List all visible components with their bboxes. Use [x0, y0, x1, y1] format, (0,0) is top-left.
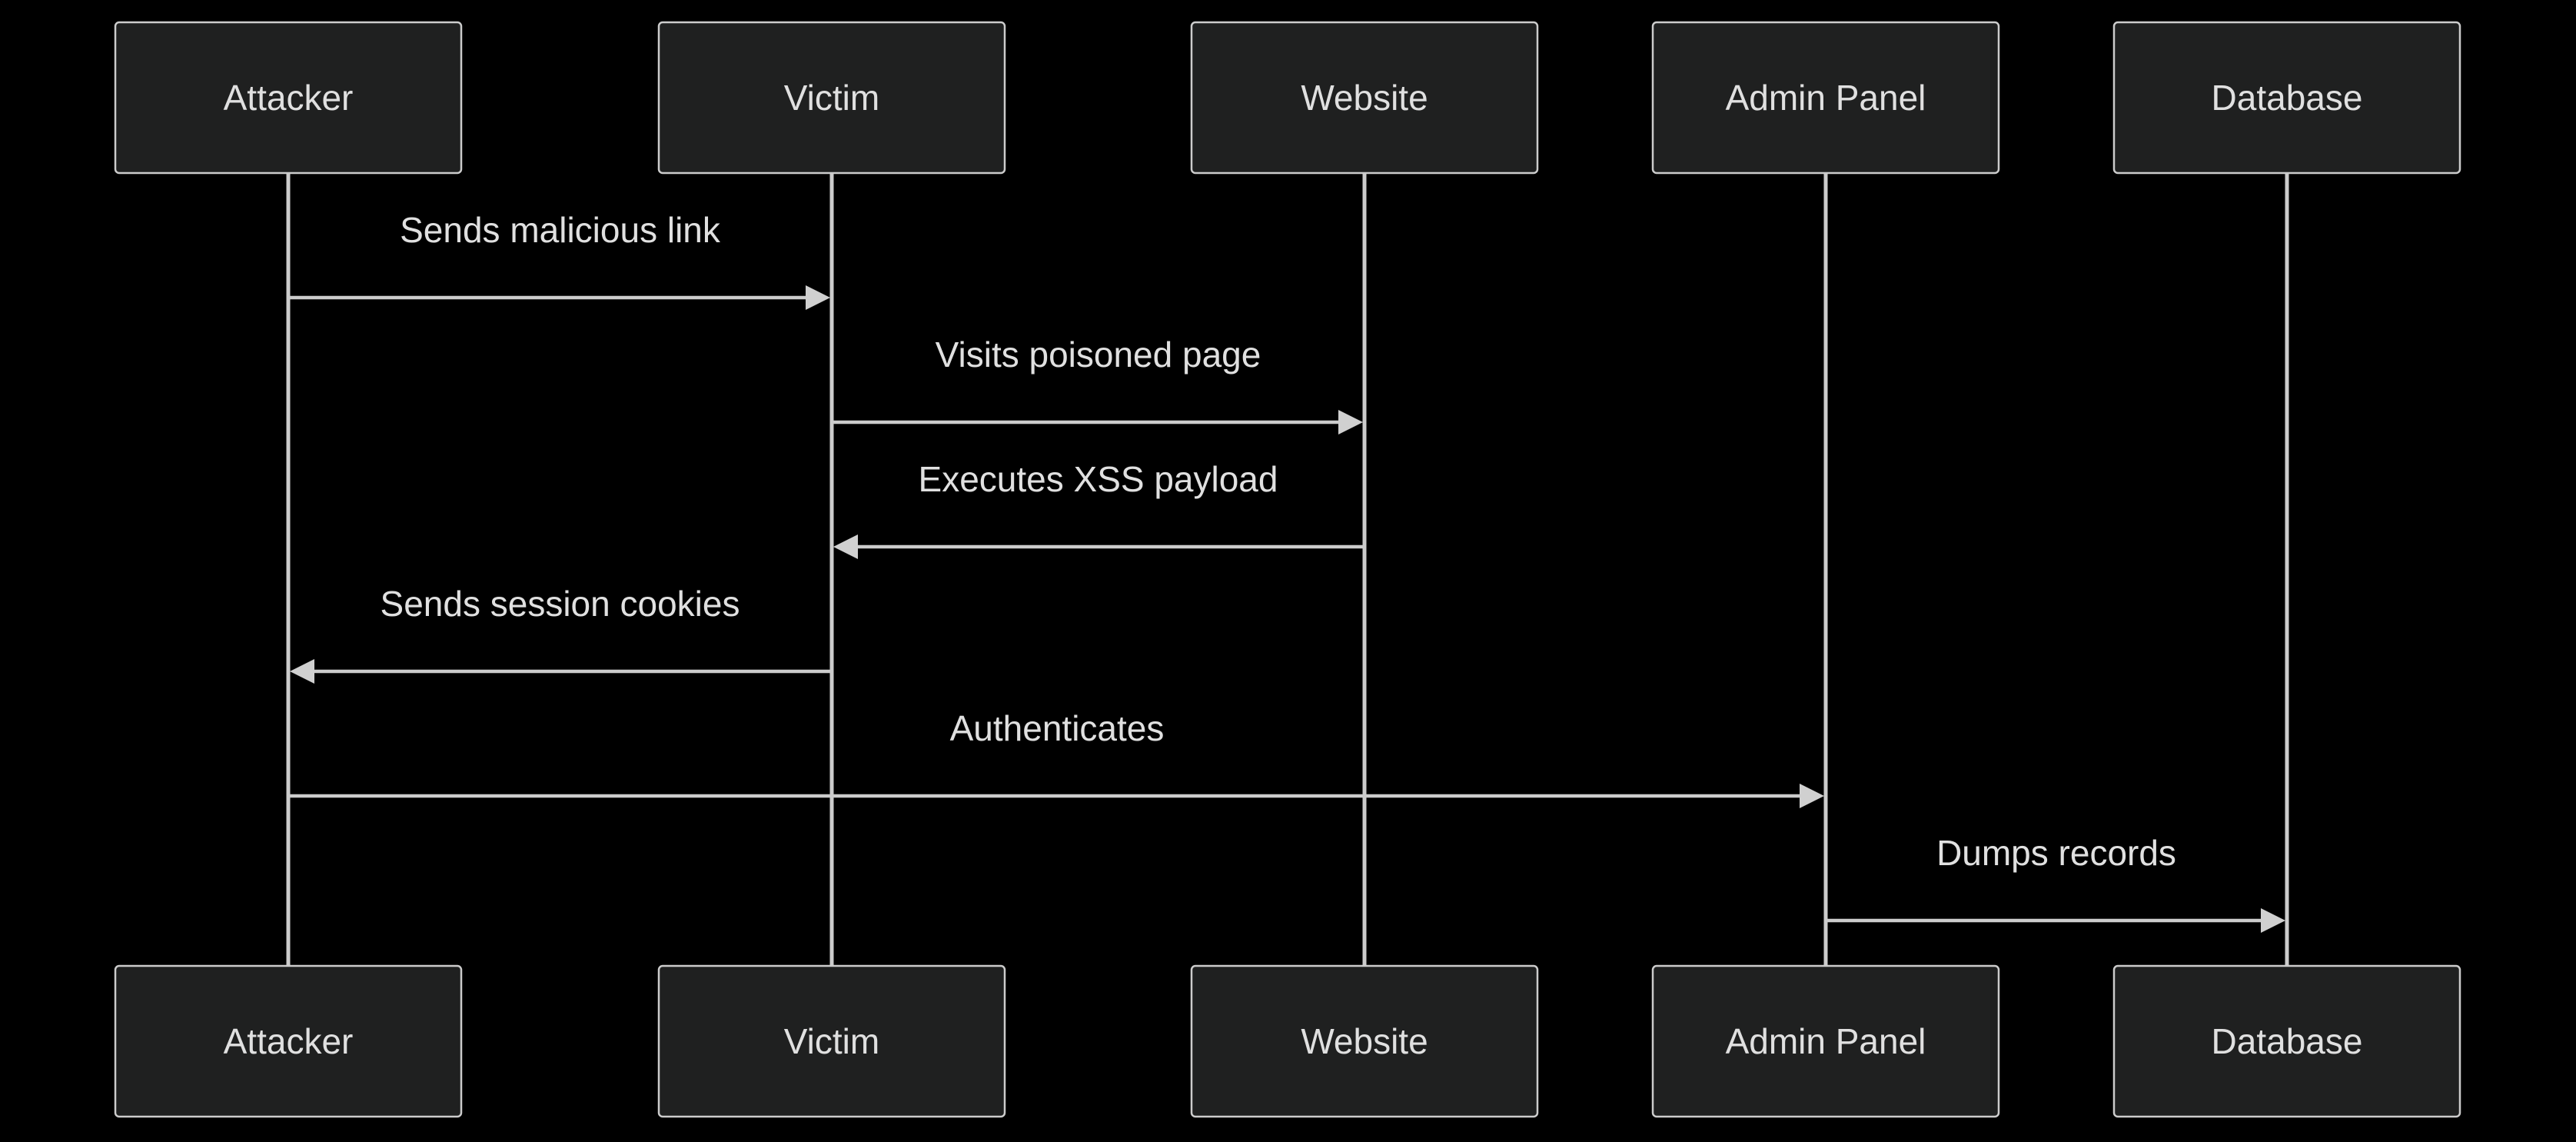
message-4: Sends session cookies — [290, 584, 832, 684]
actors-top: Attacker Victim Website Admin Panel Database — [114, 21, 2461, 175]
actor-bottom-database: Database — [2112, 964, 2461, 1118]
actor-label: Attacker — [224, 78, 354, 118]
arrowhead-icon — [290, 659, 314, 684]
actor-bottom-website: Website — [1190, 964, 1539, 1118]
actor-bottom-attacker: Attacker — [114, 964, 463, 1118]
lifelines — [286, 173, 2289, 966]
actor-top-admin_panel: Admin Panel — [1651, 21, 2000, 175]
actor-top-victim: Victim — [657, 21, 1006, 175]
actor-box-rect — [114, 21, 463, 175]
actor-box-rect — [657, 964, 1006, 1118]
actor-box-rect — [1190, 21, 1539, 175]
message-3: Executes XSS payload — [833, 459, 1364, 559]
message-label: Dumps records — [1936, 833, 2176, 873]
actor-label: Victim — [784, 78, 879, 118]
message-label: Sends session cookies — [381, 584, 740, 624]
actor-label: Admin Panel — [1726, 78, 1926, 118]
actor-label: Database — [2212, 78, 2363, 118]
arrowhead-icon — [2261, 908, 2285, 933]
actor-box-rect — [2112, 21, 2461, 175]
actor-label: Admin Panel — [1726, 1021, 1926, 1061]
message-1: Sends malicious link — [288, 210, 830, 310]
arrowhead-icon — [833, 534, 858, 559]
message-label: Executes XSS payload — [919, 459, 1278, 499]
actor-box-rect — [2112, 964, 2461, 1118]
actor-box-rect — [657, 21, 1006, 175]
actor-label: Database — [2212, 1021, 2363, 1061]
actor-top-website: Website — [1190, 21, 1539, 175]
actor-bottom-admin_panel: Admin Panel — [1651, 964, 2000, 1118]
actors-bottom: Attacker Victim Website Admin Panel Database — [114, 964, 2461, 1118]
actor-top-attacker: Attacker — [114, 21, 463, 175]
actor-box-rect — [1651, 21, 2000, 175]
arrowhead-icon — [1800, 784, 1824, 808]
message-2: Visits poisoned page — [832, 335, 1363, 434]
message-label: Sends malicious link — [400, 210, 721, 250]
actor-label: Website — [1301, 1021, 1428, 1061]
actor-box-rect — [1651, 964, 2000, 1118]
message-label: Authenticates — [950, 708, 1165, 748]
actor-label: Website — [1301, 78, 1428, 118]
actor-bottom-victim: Victim — [657, 964, 1006, 1118]
actor-box-rect — [114, 964, 463, 1118]
arrowhead-icon — [1338, 410, 1363, 434]
actor-box-rect — [1190, 964, 1539, 1118]
actor-label: Victim — [784, 1021, 879, 1061]
message-5: Authenticates — [288, 708, 1824, 808]
message-label: Visits poisoned page — [936, 335, 1261, 375]
arrowhead-icon — [806, 285, 830, 310]
message-6: Dumps records — [1826, 833, 2285, 933]
actor-top-database: Database — [2112, 21, 2461, 175]
actor-label: Attacker — [224, 1021, 354, 1061]
